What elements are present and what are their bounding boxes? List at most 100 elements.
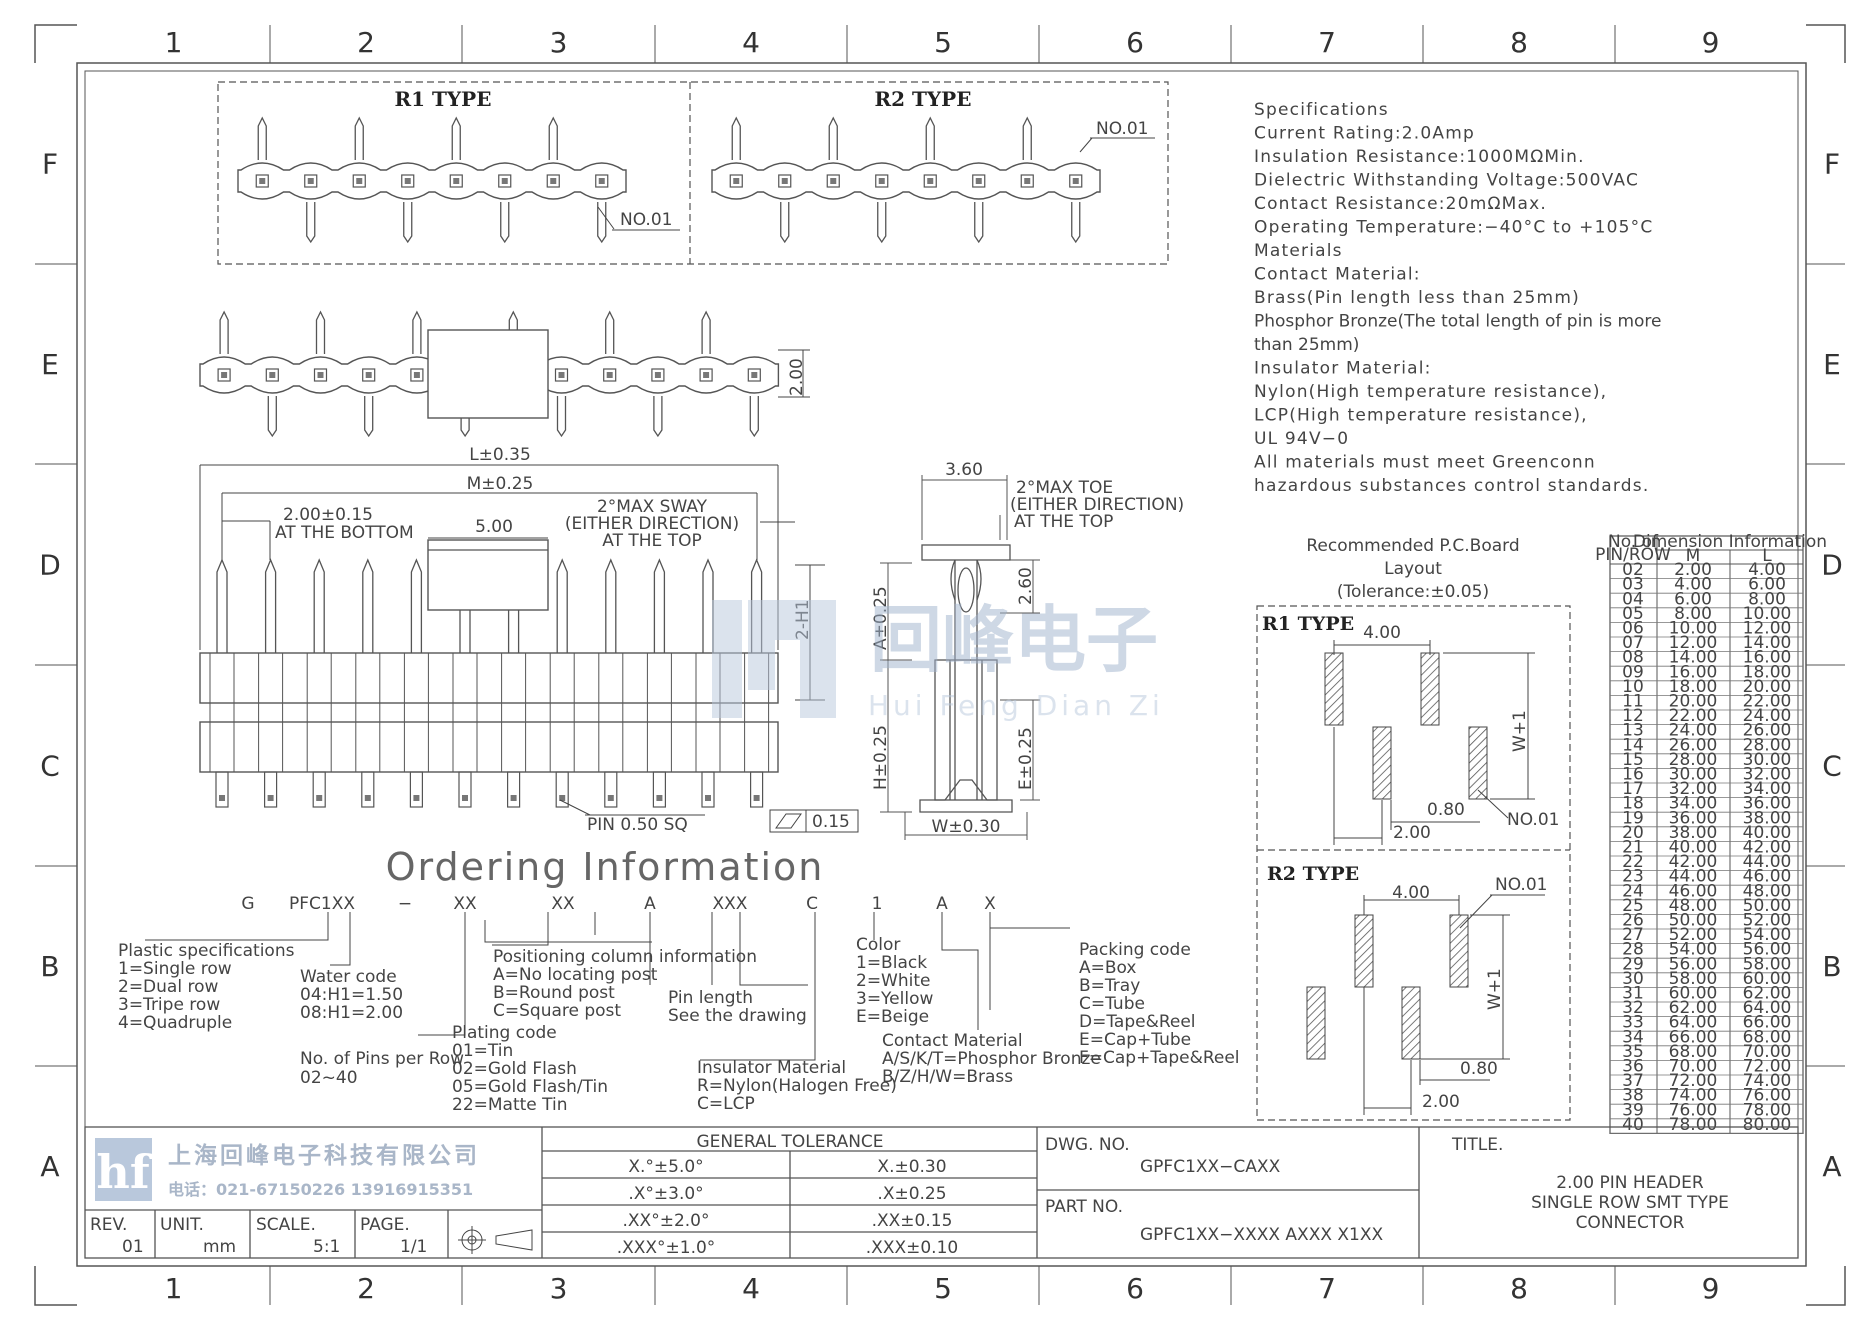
zone-col-top: 5 — [934, 26, 952, 59]
table-cell-l: 76.00 — [1743, 1086, 1792, 1106]
water-code-line: 04:H1=1.50 — [300, 985, 403, 1005]
tolerance-linear: .XXX±0.10 — [866, 1238, 958, 1258]
spec-line: Operating Temperature:−40°C to +105°C — [1254, 218, 1653, 238]
r2-type-label: R2 TYPE — [875, 87, 972, 111]
table-cell-count: 17 — [1622, 779, 1644, 799]
packing-code-line: F=Cap+Tape&Reel — [1079, 1048, 1240, 1068]
zone-row-left: F — [42, 148, 58, 181]
ordering-code-segment: A — [936, 894, 948, 914]
table-cell-count: 14 — [1622, 735, 1644, 755]
tolerance-angle: .X°±3.0° — [628, 1184, 703, 1204]
packing-code-line: Packing code — [1079, 940, 1191, 960]
table-cell-count: 32 — [1622, 998, 1644, 1018]
dim-cap-width: 5.00 — [475, 517, 513, 537]
top-view-with-cap: 2.00 — [199, 310, 810, 438]
ordering-code-segment: PFC1XX — [289, 894, 355, 914]
toe-note-3: AT THE TOP — [1014, 512, 1113, 532]
table-cell-count: 25 — [1622, 896, 1644, 916]
spec-line: Contact Resistance:20mΩMax. — [1254, 194, 1547, 214]
table-cell-count: 19 — [1622, 808, 1644, 828]
pcb-r2-label: R2 TYPE — [1267, 863, 1359, 885]
pins-per-row-line: No. of Pins per Row — [300, 1049, 464, 1069]
table-cell-m: 8.00 — [1674, 604, 1712, 624]
table-cell-m: 56.00 — [1669, 954, 1718, 974]
table-cell-l: 72.00 — [1743, 1057, 1792, 1077]
zone-col-top: 2 — [357, 26, 375, 59]
r1-strip — [237, 116, 627, 244]
pcb-r1-no01: NO.01 — [1507, 810, 1559, 830]
spec-line: Phosphor Bronze(The total length of pin … — [1254, 312, 1662, 332]
ordering-code-segment: XXX — [713, 894, 748, 914]
table-cell-l: 6.00 — [1748, 575, 1786, 595]
pcb-r1-080: 0.80 — [1427, 800, 1465, 820]
contact-material-line: Contact Material — [882, 1031, 1023, 1051]
zone-row-right: D — [1821, 549, 1843, 582]
rev-value: 01 — [122, 1237, 144, 1257]
table-cell-count: 39 — [1622, 1100, 1644, 1120]
table-cell-l: 16.00 — [1743, 648, 1792, 668]
page-label: PAGE. — [360, 1215, 410, 1235]
table-cell-l: 46.00 — [1743, 867, 1792, 887]
dim-h: H±0.25 — [871, 725, 891, 790]
table-cell-l: 58.00 — [1743, 954, 1792, 974]
company-name: 上海回峰电子科技有限公司 — [168, 1142, 480, 1169]
toe-note-2: (EITHER DIRECTION) — [1010, 495, 1184, 515]
dim-pitch: 2.00±0.15 — [283, 505, 373, 525]
packing-code-line: D=Tape&Reel — [1079, 1012, 1196, 1032]
spec-line: Contact Material: — [1254, 265, 1421, 285]
table-cell-m: 4.00 — [1674, 575, 1712, 595]
pcb-r2-no01: NO.01 — [1495, 875, 1547, 895]
dim-a: A±0.25 — [871, 586, 891, 650]
spec-line: Dielectric Withstanding Voltage:500VAC — [1254, 171, 1639, 191]
page-value: 1/1 — [400, 1237, 427, 1257]
sway-note-3: AT THE TOP — [602, 531, 701, 551]
spec-line: LCP(High temperature resistance), — [1254, 406, 1588, 426]
table-cell-l: 34.00 — [1743, 779, 1792, 799]
table-cell-count: 13 — [1622, 721, 1644, 741]
tolerance-angle: .XXX°±1.0° — [617, 1238, 716, 1258]
pcb-r1-label: R1 TYPE — [1262, 613, 1354, 635]
pin-square-note: PIN 0.50 SQ — [587, 815, 688, 835]
zone-row-right: E — [1823, 348, 1841, 381]
table-cell-count: 28 — [1622, 940, 1644, 960]
plastic-spec-line: 3=Tripe row — [118, 995, 220, 1015]
spec-line: Brass(Pin length less than 25mm) — [1254, 288, 1580, 308]
color-line: 3=Yellow — [856, 989, 933, 1009]
dim-w: W±0.30 — [932, 817, 1001, 837]
table-header-l: L — [1762, 546, 1772, 566]
table-cell-l: 64.00 — [1743, 998, 1792, 1018]
table-cell-count: 24 — [1622, 881, 1644, 901]
table-cell-m: 50.00 — [1669, 911, 1718, 931]
table-cell-count: 35 — [1622, 1042, 1644, 1062]
zone-col-top: 7 — [1318, 26, 1336, 59]
part-label: PART NO. — [1045, 1197, 1123, 1217]
dim-3-60: 3.60 — [945, 460, 983, 480]
pcb-title-2: Layout — [1384, 559, 1442, 579]
color-line: E=Beige — [856, 1007, 929, 1027]
table-cell-m: 44.00 — [1669, 867, 1718, 887]
spec-line: All materials must meet Greenconn — [1254, 453, 1596, 473]
pcb-r1-w1: W+1 — [1510, 710, 1530, 752]
table-cell-l: 32.00 — [1743, 765, 1792, 785]
table-header-dim: Dimension Information — [1633, 532, 1827, 552]
spec-line: Nylon(High temperature resistance), — [1254, 382, 1607, 402]
unit-label: UNIT. — [160, 1215, 204, 1235]
table-cell-l: 14.00 — [1743, 633, 1792, 653]
table-cell-count: 40 — [1622, 1115, 1644, 1135]
color-line: 1=Black — [856, 953, 927, 973]
insulator-line: C=LCP — [697, 1094, 755, 1114]
spec-line: hazardous substances control standards. — [1254, 476, 1649, 496]
dim-pitch-height: 2.00 — [787, 358, 807, 396]
table-cell-m: 66.00 — [1669, 1027, 1718, 1047]
dwg-value: GPFC1XX−CAXX — [1140, 1157, 1281, 1177]
ordering-code-segment: 1 — [872, 894, 883, 914]
table-cell-count: 21 — [1622, 838, 1644, 858]
spec-line: Insulator Material: — [1254, 359, 1432, 379]
zone-row-left: D — [39, 549, 61, 582]
scale-value: 5:1 — [313, 1237, 340, 1257]
plastic-spec-line: 2=Dual row — [118, 977, 218, 997]
tolerance-angle: .XX°±2.0° — [623, 1211, 710, 1231]
table-cell-m: 36.00 — [1669, 808, 1718, 828]
